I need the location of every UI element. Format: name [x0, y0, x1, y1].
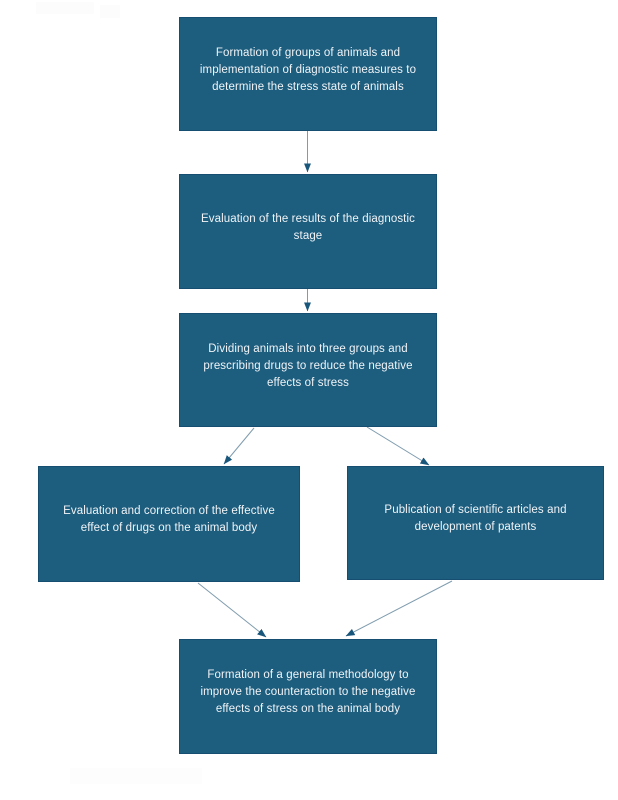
node-label: Evaluation of the results of the diagnos…	[201, 212, 415, 242]
arrow-n5-to-n6	[345, 580, 453, 637]
arrow-n4-to-n6	[197, 582, 267, 638]
flow-node-evaluation-and-correction: Evaluation and correction of the effecti…	[38, 466, 300, 582]
flow-node-evaluation-of-results: Evaluation of the results of the diagnos…	[179, 174, 437, 289]
node-label: Evaluation and correction of the effecti…	[63, 505, 275, 534]
arrow-n3-to-n5	[366, 426, 430, 466]
watermark-artifact	[36, 2, 94, 14]
watermark-artifact	[70, 768, 202, 784]
arrow-n3-to-n4	[223, 427, 255, 465]
watermark-artifact	[100, 5, 120, 18]
